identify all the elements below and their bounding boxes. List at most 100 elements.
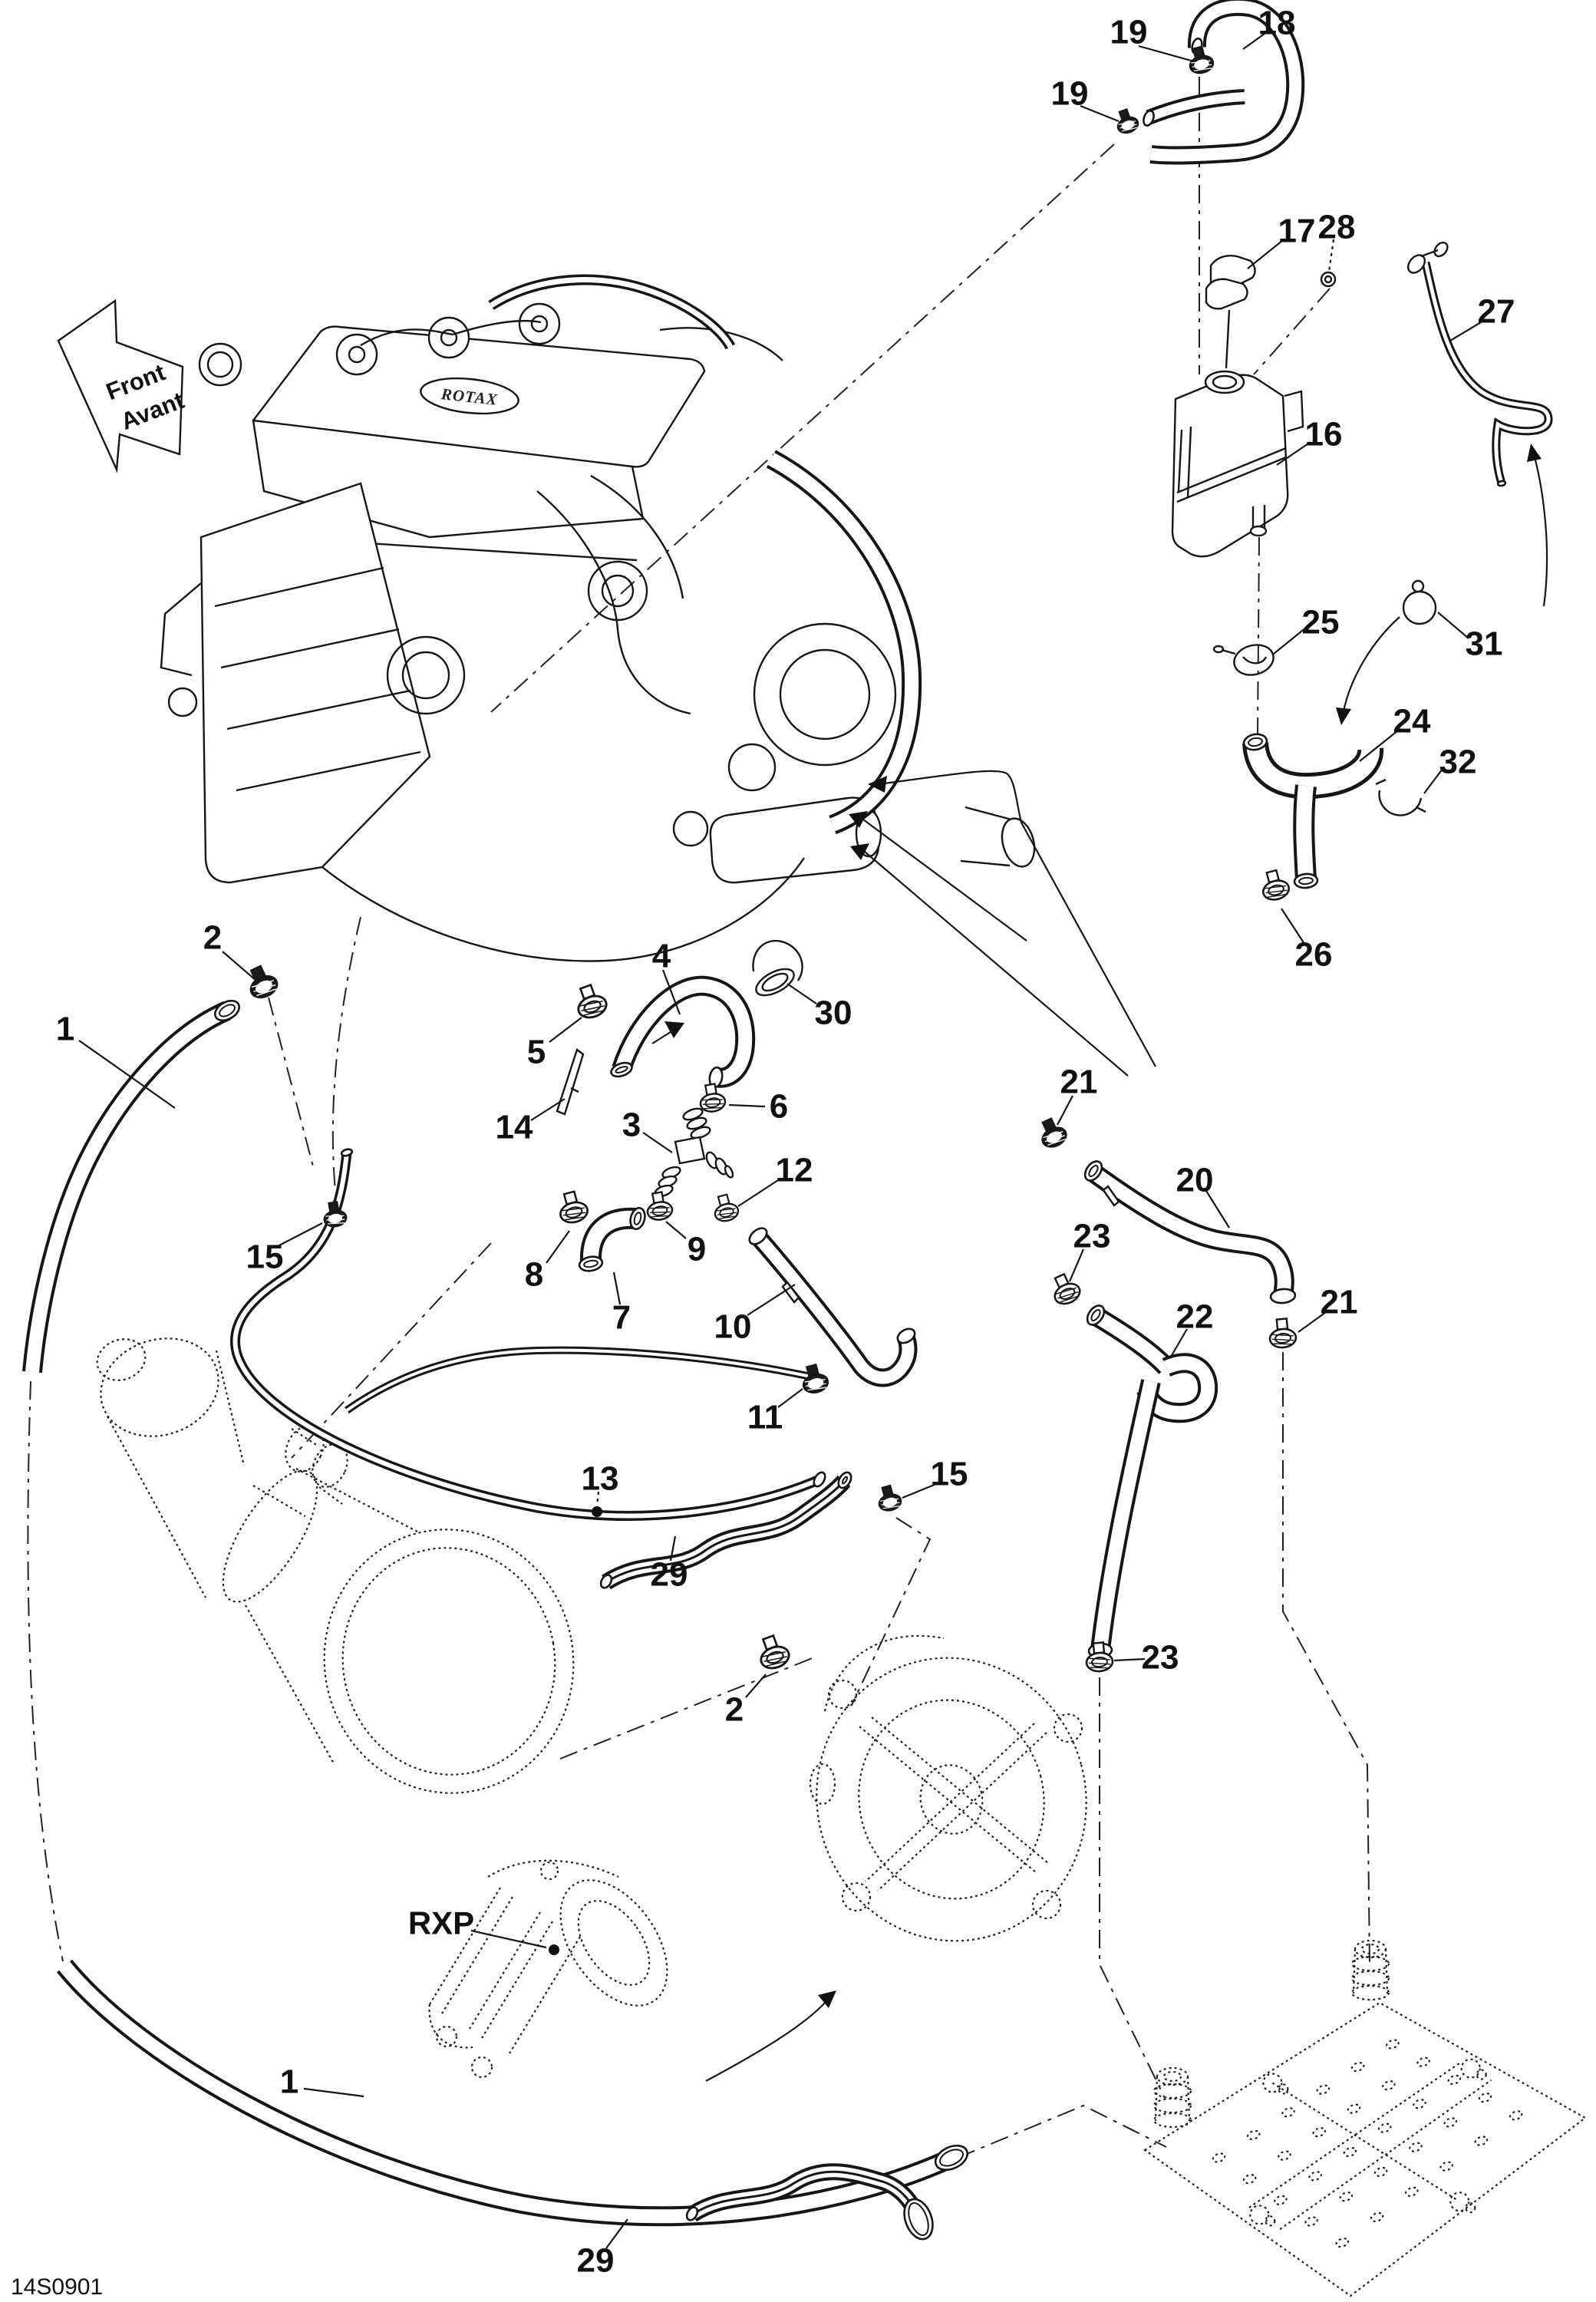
hose-clamp bbox=[802, 1363, 829, 1394]
hose-end-opening bbox=[1269, 1288, 1297, 1304]
callout-leader-15 bbox=[277, 1222, 323, 1247]
callout-23: 23 bbox=[1073, 1218, 1111, 1255]
callout-6: 6 bbox=[770, 1088, 788, 1126]
callout-leader-32 bbox=[1423, 768, 1443, 794]
callout-leader-RXP bbox=[470, 1929, 547, 1949]
callout-leader-22 bbox=[1170, 1328, 1188, 1357]
hose-18-end bbox=[1146, 89, 1245, 125]
hose-clamp bbox=[249, 965, 279, 999]
hose-end-opening bbox=[599, 1574, 613, 1589]
elbow-24-leg bbox=[1293, 784, 1317, 880]
callout-leader-29 bbox=[669, 1535, 677, 1562]
callout-8: 8 bbox=[525, 1256, 543, 1294]
engine-illustration: ROTAX bbox=[160, 302, 1036, 962]
construction-lines bbox=[27, 77, 1370, 2159]
callout-27: 27 bbox=[1478, 293, 1515, 331]
hose-clamp bbox=[646, 1191, 674, 1221]
callout-26: 26 bbox=[1295, 936, 1333, 974]
callout-leader-2 bbox=[745, 1674, 767, 1698]
hose-end-opening bbox=[340, 1148, 354, 1157]
callout-leader-1 bbox=[78, 1040, 176, 1109]
hose-clamp bbox=[1041, 1117, 1067, 1148]
engine-side-hose bbox=[766, 450, 922, 835]
callout-21: 21 bbox=[1060, 1064, 1098, 1101]
callout-leader-9 bbox=[665, 1221, 687, 1239]
small-fittings bbox=[556, 940, 1120, 1304]
callout-7: 7 bbox=[612, 1299, 631, 1337]
callout-30: 30 bbox=[815, 994, 852, 1032]
callout-leader-23 bbox=[1068, 1248, 1085, 1282]
callout-leader-10 bbox=[747, 1284, 796, 1316]
callout-2: 2 bbox=[725, 1691, 744, 1729]
circlip-31 bbox=[1402, 590, 1437, 625]
callout-leader-4 bbox=[661, 969, 681, 1015]
hose-clamp bbox=[714, 1193, 740, 1222]
hose-18 bbox=[1149, 0, 1305, 165]
callout-2: 2 bbox=[203, 919, 222, 957]
callout-1: 1 bbox=[280, 2063, 298, 2101]
callout-28: 28 bbox=[1318, 209, 1356, 246]
hose-4 bbox=[612, 975, 756, 1088]
hose-clamp bbox=[577, 983, 608, 1019]
callout-14: 14 bbox=[496, 1109, 533, 1146]
callout-leader-30 bbox=[786, 983, 817, 1004]
callout-leader-27 bbox=[1449, 322, 1482, 341]
hose-20 bbox=[1087, 1164, 1294, 1298]
part-code-label: 14S0901 bbox=[11, 2274, 103, 2300]
callout-1: 1 bbox=[56, 1011, 74, 1048]
hose-clamps-layer bbox=[249, 45, 1298, 1673]
hose-clamp bbox=[878, 1484, 902, 1512]
callout-19: 19 bbox=[1051, 75, 1089, 113]
callout-leader-24 bbox=[1359, 730, 1399, 762]
hose-end-opening bbox=[1143, 110, 1155, 127]
hose-end-opening bbox=[903, 2198, 934, 2241]
hose-end-opening bbox=[813, 1471, 826, 1488]
hose-clamp bbox=[323, 1200, 348, 1228]
callout-23: 23 bbox=[1142, 1639, 1179, 1677]
callout-leader-3 bbox=[642, 1132, 673, 1153]
callout-leader-31 bbox=[1437, 612, 1469, 639]
callout-5: 5 bbox=[527, 1034, 546, 1071]
callout-leader-16 bbox=[1276, 441, 1311, 466]
hose-22-arm bbox=[1092, 1308, 1174, 1374]
elbow-7 bbox=[579, 1207, 638, 1264]
callout-10: 10 bbox=[714, 1308, 752, 1346]
callout-leader-14 bbox=[530, 1098, 566, 1121]
callout-leader-5 bbox=[549, 1017, 582, 1043]
callout-dot-RXP bbox=[549, 1944, 559, 1955]
hose-end-opening bbox=[896, 1327, 916, 1344]
hose-1-lower bbox=[56, 1959, 950, 2227]
callout-leader-19 bbox=[1080, 104, 1120, 123]
callout-29: 29 bbox=[651, 1556, 688, 1594]
hose-end-opening bbox=[629, 1206, 646, 1231]
callout-32: 32 bbox=[1439, 744, 1477, 781]
muffler-reference bbox=[96, 1337, 575, 1794]
hose-clamp bbox=[1085, 1641, 1114, 1673]
water-pump-housing-reference bbox=[809, 1634, 1087, 1942]
hose-22-loop bbox=[1136, 1353, 1218, 1423]
hose-22-leg bbox=[1090, 1379, 1161, 1651]
callout-12: 12 bbox=[776, 1152, 813, 1189]
hose-29-lower bbox=[688, 2163, 925, 2222]
callout-16: 16 bbox=[1305, 416, 1343, 453]
callout-21: 21 bbox=[1321, 1284, 1358, 1321]
coolant-reservoir bbox=[1171, 241, 1449, 816]
hose-end-opening bbox=[934, 2144, 969, 2172]
rod-14 bbox=[556, 1048, 585, 1116]
callout-dot-13 bbox=[592, 1506, 602, 1517]
callout-25: 25 bbox=[1302, 604, 1340, 641]
callout-leader-21 bbox=[1057, 1095, 1073, 1126]
callout-15: 15 bbox=[931, 1456, 968, 1493]
ride-plate-fitting bbox=[1350, 1939, 1390, 2001]
callout-17: 17 bbox=[1278, 213, 1316, 250]
callout-leader-28 bbox=[1327, 239, 1335, 272]
callout-leader-8 bbox=[546, 1230, 570, 1264]
callout-leader-19 bbox=[1138, 45, 1195, 63]
callout-11: 11 bbox=[747, 1399, 783, 1436]
callout-13: 13 bbox=[582, 1460, 619, 1498]
intake-manifold-reference bbox=[428, 1859, 668, 2079]
hose-clamp bbox=[1116, 108, 1139, 134]
callout-leader-18 bbox=[1242, 33, 1265, 50]
reference-arrows bbox=[651, 444, 1548, 2082]
